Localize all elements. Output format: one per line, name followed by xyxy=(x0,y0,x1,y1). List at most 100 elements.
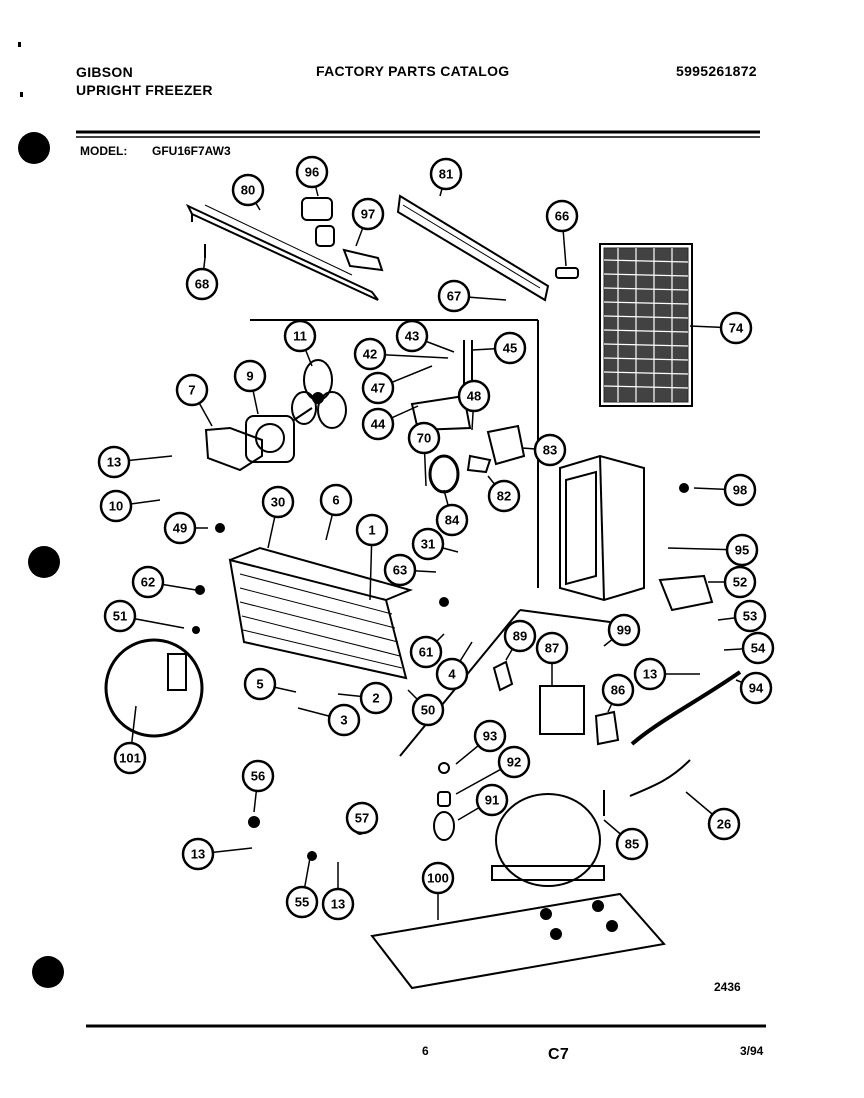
callout-number: 82 xyxy=(497,489,511,504)
callout-70: 70 xyxy=(407,421,441,487)
callout-50: 50 xyxy=(407,689,445,727)
product-name: UPRIGHT FREEZER xyxy=(76,82,213,98)
callout-89: 89 xyxy=(503,619,537,661)
callout-number: 68 xyxy=(195,277,209,292)
callout-4: 4 xyxy=(435,641,473,691)
callout-82: 82 xyxy=(487,475,521,513)
callout-bubble xyxy=(487,479,521,513)
callout-13: 13 xyxy=(97,445,173,479)
callout-9: 9 xyxy=(233,359,267,415)
callout-bubble xyxy=(497,745,531,779)
callout-11: 11 xyxy=(283,319,317,367)
callout-bubble xyxy=(233,359,267,393)
callout-57: 57 xyxy=(345,801,379,835)
callout-number: 96 xyxy=(305,165,319,180)
callout-bubble xyxy=(175,373,209,407)
callout-bubble xyxy=(361,407,395,441)
callout-84: 84 xyxy=(435,489,469,537)
callout-bubble xyxy=(607,613,641,647)
callout-bubble xyxy=(741,631,775,665)
callout-bubble xyxy=(97,445,131,479)
model-label: MODEL: xyxy=(80,144,128,158)
callout-number: 5 xyxy=(256,677,263,692)
callout-number: 10 xyxy=(109,499,123,514)
callout-bubble xyxy=(285,885,319,919)
callout-number: 87 xyxy=(545,641,559,656)
callout-74: 74 xyxy=(689,311,753,345)
callout-47: 47 xyxy=(361,365,433,405)
callout-number: 89 xyxy=(513,629,527,644)
callout-bubble xyxy=(345,801,379,835)
callout-number: 81 xyxy=(439,167,453,182)
callout-bubble xyxy=(493,331,527,365)
callout-bubble xyxy=(615,827,649,861)
callout-31: 31 xyxy=(411,527,459,561)
callout-bubble xyxy=(533,433,567,467)
callout-number: 13 xyxy=(331,897,345,912)
callout-bubble xyxy=(633,657,667,691)
callout-51: 51 xyxy=(103,599,185,633)
part-96-relay xyxy=(301,197,335,247)
callout-number: 66 xyxy=(555,209,569,224)
callout-number: 11 xyxy=(293,329,307,344)
callout-number: 95 xyxy=(735,543,749,558)
callout-54: 54 xyxy=(723,631,775,665)
part-74-condenser xyxy=(599,243,693,407)
part-26-cord xyxy=(629,759,691,797)
part-81-rail xyxy=(396,194,550,302)
callout-bubble xyxy=(243,667,277,701)
callout-13: 13 xyxy=(633,657,700,691)
callout-number: 62 xyxy=(141,575,155,590)
callout-bubble xyxy=(383,553,417,587)
callout-number: 13 xyxy=(107,455,121,470)
callout-67: 67 xyxy=(437,279,507,313)
callout-number: 84 xyxy=(445,513,460,528)
callout-number: 98 xyxy=(733,483,747,498)
part-11-fan-blade xyxy=(291,359,347,429)
callout-bubble xyxy=(535,631,569,665)
callout-94: 94 xyxy=(735,671,773,705)
callout-number: 31 xyxy=(421,537,435,552)
scan-mark xyxy=(20,92,23,97)
callout-number: 7 xyxy=(188,383,195,398)
callout-bubble xyxy=(719,311,753,345)
callout-bubble xyxy=(261,485,295,519)
callout-number: 55 xyxy=(295,895,309,910)
callout-number: 101 xyxy=(119,751,141,766)
callout-number: 44 xyxy=(371,417,386,432)
callout-bubble xyxy=(353,337,387,371)
callout-number: 99 xyxy=(617,623,631,638)
callout-number: 85 xyxy=(625,837,639,852)
callout-number: 4 xyxy=(448,667,456,682)
callout-55: 55 xyxy=(285,857,319,919)
callout-1: 1 xyxy=(355,513,389,601)
callout-13: 13 xyxy=(321,862,355,921)
callout-bubble xyxy=(723,565,757,599)
callout-91: 91 xyxy=(457,783,509,821)
callout-49: 49 xyxy=(163,511,208,545)
callout-bubble xyxy=(723,473,757,507)
callout-bubble xyxy=(355,513,389,547)
callout-81: 81 xyxy=(429,157,463,197)
callout-95: 95 xyxy=(667,533,759,567)
drain-housing xyxy=(559,454,645,602)
callout-44: 44 xyxy=(361,405,419,441)
callout-bubble xyxy=(319,483,353,517)
callout-bubble xyxy=(241,759,275,793)
callout-number: 2 xyxy=(372,691,379,706)
callout-number: 52 xyxy=(733,575,747,590)
part-82-clip xyxy=(466,454,492,474)
callout-number: 83 xyxy=(543,443,557,458)
callout-number: 26 xyxy=(717,817,731,832)
binder-hole-middle xyxy=(28,546,60,578)
callout-bubble xyxy=(435,657,469,691)
callout-bubble xyxy=(409,635,443,669)
binder-hole-top xyxy=(18,132,50,164)
part-97-capacitor xyxy=(342,248,384,272)
callout-number: 100 xyxy=(427,871,449,886)
figure-number: 2436 xyxy=(714,980,741,994)
callout-number: 80 xyxy=(241,183,255,198)
callout-bubble xyxy=(283,319,317,353)
callout-bubble xyxy=(113,741,147,775)
